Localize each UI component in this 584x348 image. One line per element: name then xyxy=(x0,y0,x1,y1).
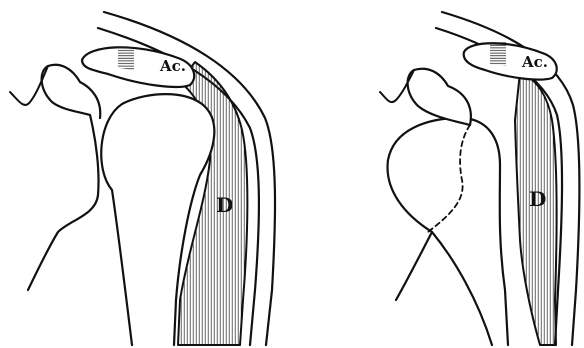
label-deltoid-right: D xyxy=(529,187,546,211)
humerus-right xyxy=(388,118,508,345)
glenoid-left xyxy=(42,65,101,118)
acromion-hatch-left xyxy=(118,46,134,70)
scapula-neck-right xyxy=(396,232,432,300)
left-panel xyxy=(10,12,275,345)
scapula-neck-left xyxy=(28,115,99,290)
label-acromion-right: Ac. xyxy=(521,53,548,71)
label-acromion-left: Ac. xyxy=(159,57,186,75)
glenoid-right xyxy=(408,69,471,125)
label-deltoid-left: D xyxy=(216,193,233,217)
right-panel xyxy=(380,12,579,345)
acromion-hatch-right xyxy=(490,42,506,66)
